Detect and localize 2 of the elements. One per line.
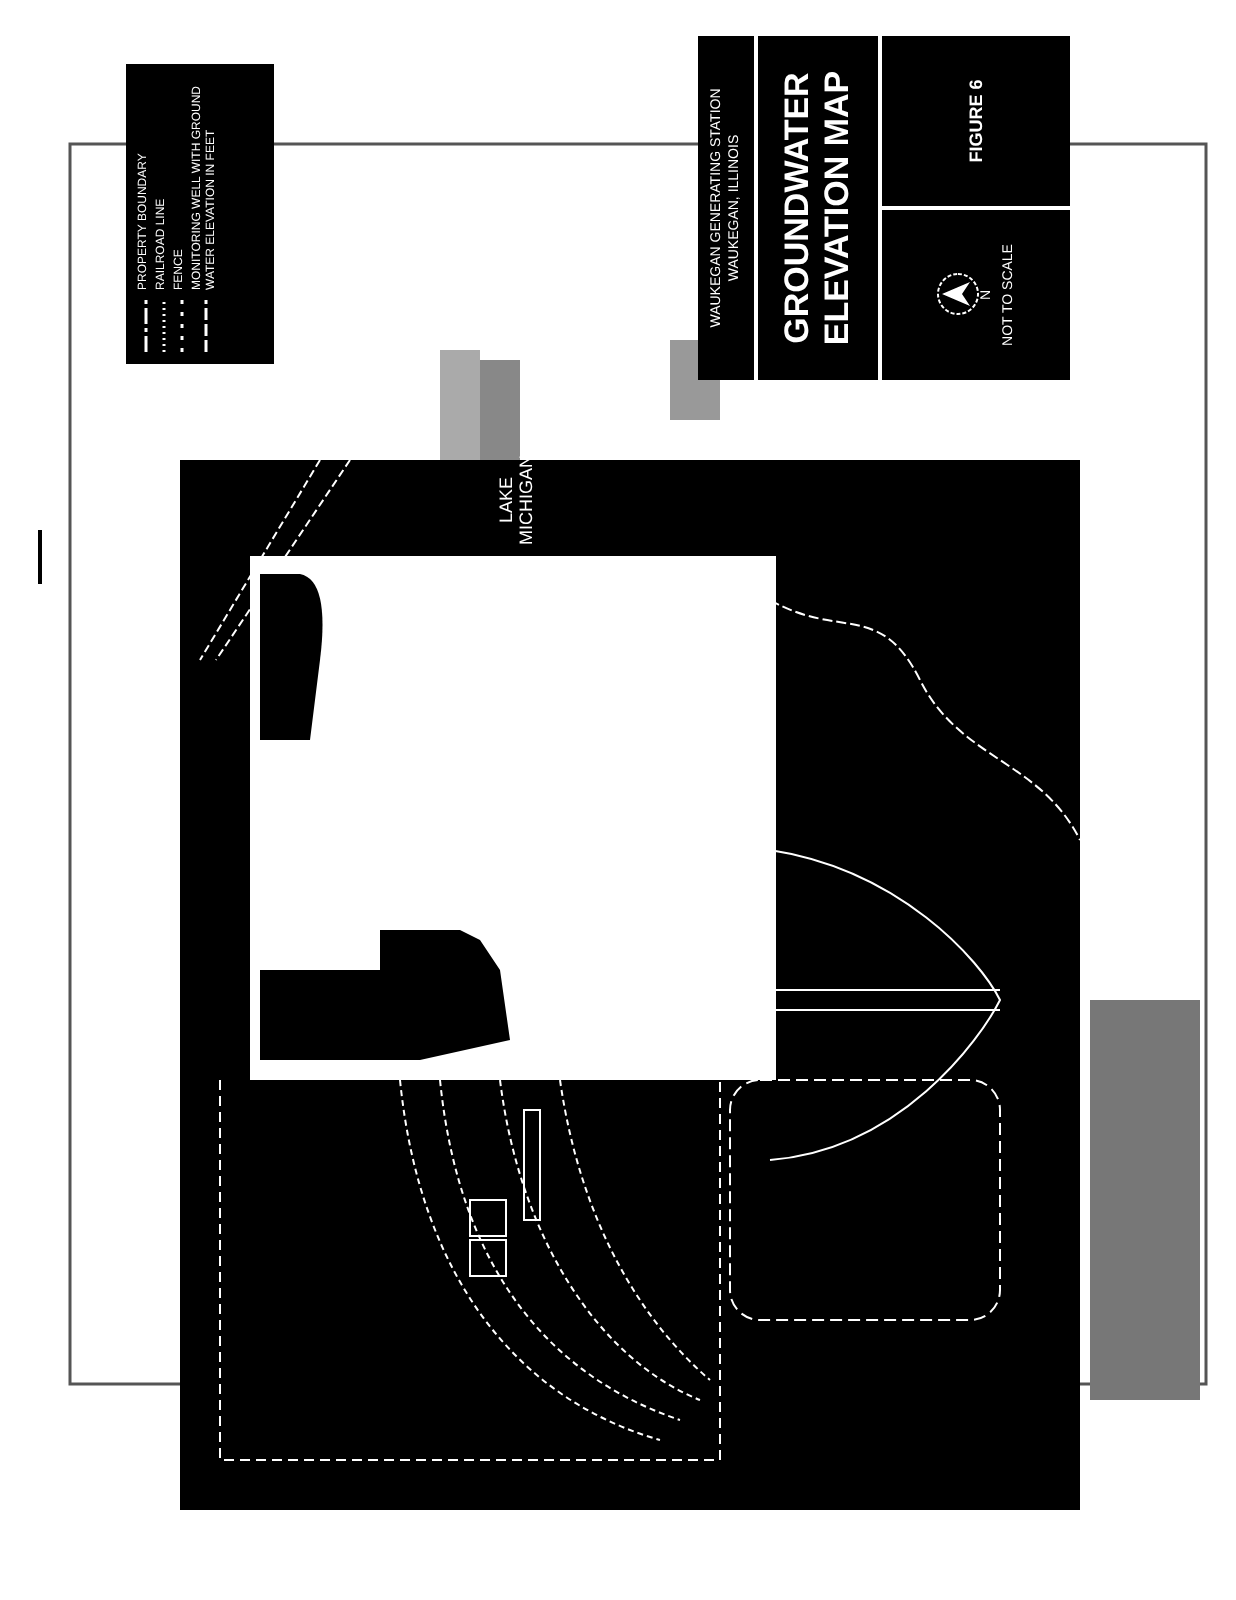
map-title: GROUNDWATER ELEVATION MAP bbox=[758, 36, 882, 380]
figure-number: FIGURE 6 bbox=[966, 79, 986, 163]
